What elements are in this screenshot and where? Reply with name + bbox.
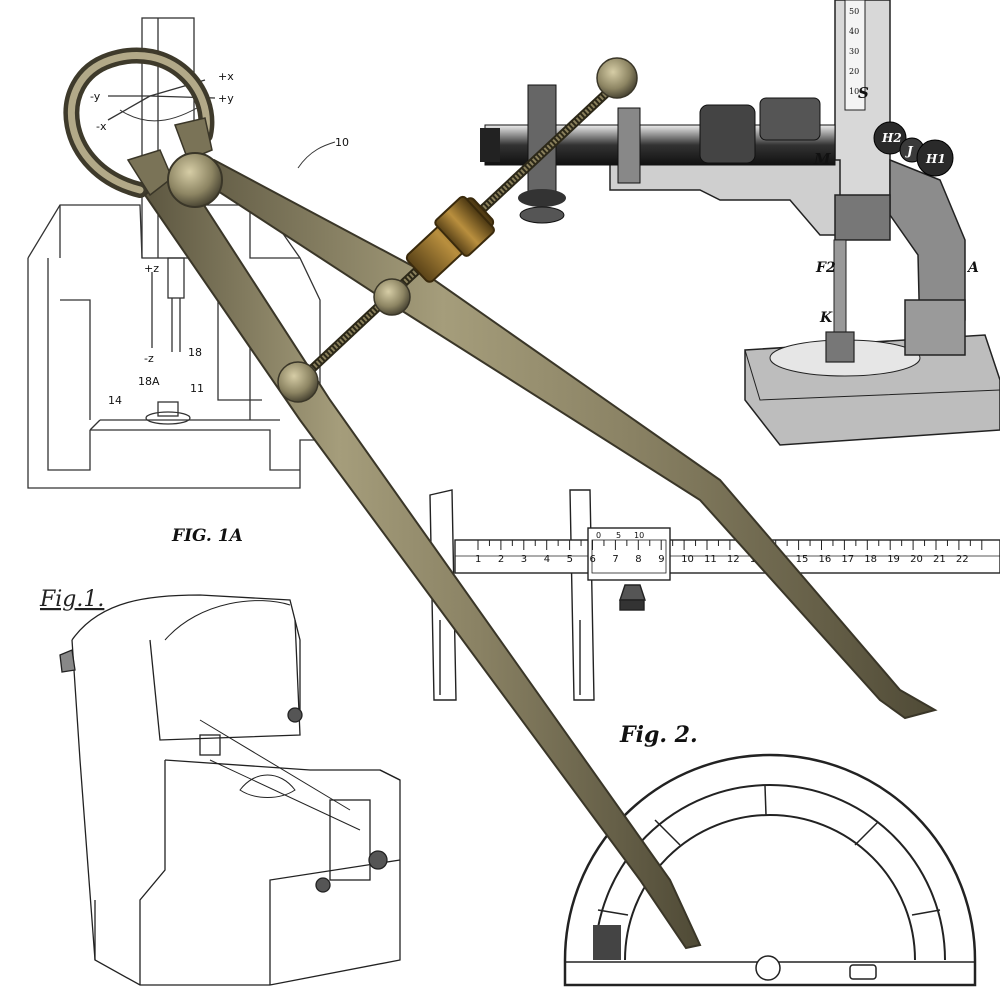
- stand-scale-tick: 50: [849, 7, 859, 16]
- stand-letter-f2: F2: [815, 260, 836, 276]
- axis-label-minus-y: -y: [90, 90, 101, 103]
- fig2-caption: Fig. 2.: [619, 722, 698, 748]
- ref-number-10: 10: [335, 136, 349, 149]
- protractor-drawing: [563, 753, 977, 987]
- vernier-number: 5: [616, 531, 621, 540]
- ref-number-18: 18: [188, 346, 202, 359]
- caliper-scale-number: 3: [521, 554, 527, 565]
- vernier-number: 10: [634, 531, 644, 540]
- fig1a-drawing: [27, 17, 321, 489]
- caliper-scale-number: 15: [796, 554, 809, 565]
- caliper-scale-number: 1: [475, 554, 481, 565]
- caliper-scale-number: 20: [910, 554, 923, 565]
- caliper-scale-number: 16: [819, 554, 832, 565]
- ref-number-11: 11: [190, 382, 204, 395]
- stand-letter-h1: H1: [925, 152, 946, 166]
- caliper-scale-number: 19: [887, 554, 900, 565]
- axis-label-minus-z: -z: [144, 352, 154, 365]
- vernier-numbers: 0 5 10: [596, 531, 644, 540]
- caliper-scale-number: 5: [567, 554, 573, 565]
- fig1-caption: Fig.1.: [39, 587, 104, 612]
- ref-number-18a: 18A: [138, 375, 160, 388]
- measuring-stand-engraving: [480, 0, 1000, 446]
- caliper-scale-number: 9: [658, 554, 664, 565]
- axis-label-plus-z: +z: [144, 262, 159, 275]
- caliper-scale-number: 8: [635, 554, 641, 565]
- axis-label-plus-x: +x: [218, 70, 234, 83]
- caliper-scale-numbers: 12345678910111213141516171819202122: [475, 554, 969, 565]
- measuring-stand-letters: M S H2 J H1 F2 K A: [813, 84, 979, 326]
- stand-letter-h2: H2: [881, 131, 902, 145]
- vernier-caliper-drawing: [429, 489, 1000, 701]
- caliper-scale-number: 10: [681, 554, 694, 565]
- caliper-scale-number: 21: [933, 554, 946, 565]
- caliper-scale-ticks: [477, 540, 983, 550]
- ref-number-14: 14: [108, 394, 122, 407]
- fig1-lathe-drawing: [59, 594, 401, 986]
- caliper-scale-number: 6: [590, 554, 596, 565]
- vernier-number: 0: [596, 531, 601, 540]
- fig1a-caption: FIG. 1A: [171, 526, 243, 546]
- fig1a-labels: +x -y +y -x +z -z 10 18 18A 14 11 FIG. 1…: [90, 70, 349, 546]
- stand-scale-tick: 40: [849, 27, 859, 36]
- caliper-scale-number: 18: [864, 554, 877, 565]
- stand-scale-tick: 20: [849, 67, 859, 76]
- caliper-scale-number: 22: [956, 554, 969, 565]
- axis-label-plus-y: +y: [218, 92, 234, 105]
- caliper-scale-number: 17: [841, 554, 854, 565]
- caliper-scale-number: 12: [727, 554, 740, 565]
- stand-scale-tick: 10: [849, 87, 859, 96]
- caliper-scale-number: 2: [498, 554, 504, 565]
- axis-label-minus-x: -x: [96, 120, 107, 133]
- caliper-scale-number: 11: [704, 554, 717, 565]
- leader-line-10: [297, 141, 336, 169]
- stand-letter-k: K: [819, 310, 833, 326]
- stand-letter-j: J: [905, 144, 914, 158]
- measuring-stand-scale: 50 40 30 20 10: [849, 7, 859, 96]
- spring-divider-tool: [63, 47, 938, 950]
- stand-letter-m: M: [813, 150, 831, 168]
- caliper-scale-number: 4: [544, 554, 550, 565]
- stand-letter-a: A: [966, 260, 979, 276]
- caliper-scale-number: 7: [612, 554, 618, 565]
- stand-scale-tick: 30: [849, 47, 859, 56]
- stand-letter-s: S: [858, 84, 869, 102]
